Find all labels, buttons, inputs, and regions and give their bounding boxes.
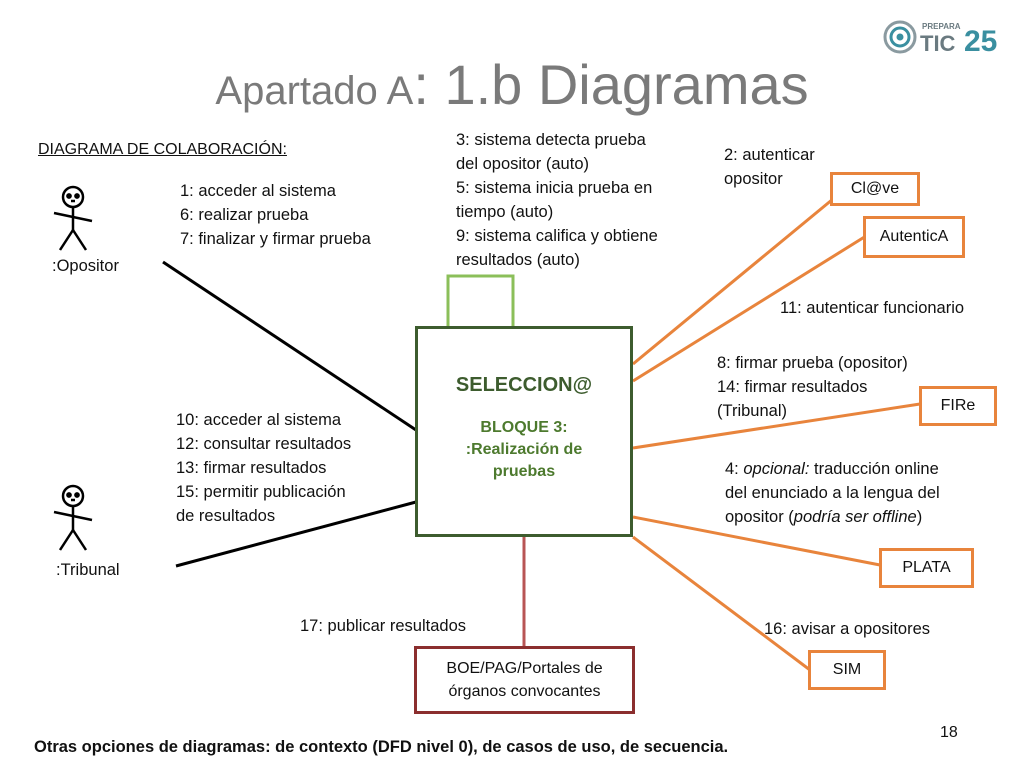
message-line: 14: firmar resultados — [717, 378, 868, 396]
tribunal-connector — [175, 500, 417, 568]
logo-number: 25 — [964, 25, 997, 56]
message-num: 4: — [725, 460, 739, 478]
auto-messages: 3: sistema detecta prueba del opositor (… — [456, 128, 658, 272]
actor-opositor-label: :Opositor — [52, 257, 119, 275]
plata-message: 4: opcional: traducción online del enunc… — [725, 457, 940, 529]
message-line: 6: realizar prueba — [180, 206, 309, 224]
logo-tic: TIC — [920, 31, 956, 56]
message-line: tiempo (auto) — [456, 203, 554, 221]
message-line: 1: acceder al sistema — [180, 182, 336, 200]
message-line: de resultados — [176, 507, 276, 525]
message-text: opositor ( — [725, 508, 794, 526]
seleccion-name: SELECCION@ — [455, 374, 593, 396]
plata-connector — [632, 515, 881, 567]
clave-box: Cl@ve — [830, 172, 920, 206]
message-text: traducción online — [814, 460, 939, 478]
fire-box: FIRe — [919, 386, 997, 426]
message-optional: opcional: — [743, 460, 810, 478]
footer-note: Otras opciones de diagramas: de contexto… — [34, 738, 729, 756]
message-line: opositor — [724, 170, 783, 188]
message-line: 4: opcional: traducción online — [725, 457, 940, 481]
autentica-box: AutenticA — [863, 216, 965, 258]
opositor-messages: 1: acceder al sistema 6: realizar prueba… — [180, 179, 371, 251]
title-suffix: : 1.b Diagramas — [413, 53, 809, 116]
message-line: 13: firmar resultados — [176, 459, 327, 477]
boe-box: BOE/PAG/Portales de órganos convocantes — [414, 646, 635, 714]
logo-prepara: PREPARA — [922, 22, 961, 31]
tribunal-messages: 10: acceder al sistema 12: consultar res… — [176, 408, 351, 528]
sim-connector — [632, 535, 811, 672]
autentica-connector — [632, 234, 867, 383]
logo-graphic: PREPARA TIC 25 — [883, 20, 997, 58]
boe-message: 17: publicar resultados — [300, 617, 467, 635]
block-label: BLOQUE 3: :Realización de pruebas — [466, 417, 582, 483]
block-line: BLOQUE 3: — [480, 419, 568, 436]
opositor-figure-icon — [53, 185, 93, 251]
clave-message: 2: autenticar opositor — [724, 143, 815, 191]
title-prefix: Apartado A — [215, 69, 414, 113]
actor-tribunal-label: :Tribunal — [56, 561, 120, 579]
diagram-subheading: DIAGRAMA DE COLABORACIÓN: — [38, 141, 287, 158]
message-text: ) — [916, 508, 923, 526]
clave-connector — [632, 197, 834, 366]
autentica-message: 11: autenticar funcionario — [780, 299, 965, 317]
message-line: 8: firmar prueba (opositor) — [717, 354, 908, 372]
message-line: 7: finalizar y firmar prueba — [180, 230, 371, 248]
sim-message: 16: avisar a opositores — [764, 620, 931, 638]
message-line: 10: acceder al sistema — [176, 411, 342, 429]
seleccion-system-box: SELECCION@ BLOQUE 3: :Realización de pru… — [415, 326, 633, 537]
message-line: del enunciado a la lengua del — [725, 484, 940, 502]
message-line: 12: consultar resultados — [176, 435, 352, 453]
message-emphasis: podría ser offline — [793, 508, 917, 526]
message-line: 9: sistema califica y obtiene — [456, 227, 658, 245]
boe-line: órganos convocantes — [448, 683, 601, 700]
message-line: 15: permitir publicación — [176, 483, 346, 501]
message-line: 5: sistema inicia prueba en — [456, 179, 653, 197]
block-line: :Realización de — [465, 441, 583, 458]
sim-box: SIM — [808, 650, 886, 690]
page-number: 18 — [940, 724, 958, 741]
message-line: (Tribunal) — [717, 402, 787, 420]
fire-connector — [632, 402, 921, 450]
logo: PREPARA TIC 25 — [882, 18, 1002, 58]
boe-line: BOE/PAG/Portales de — [446, 660, 603, 677]
self-loop-connector — [446, 274, 515, 326]
message-line: 2: autenticar — [724, 146, 815, 164]
tribunal-figure-icon — [53, 484, 93, 551]
message-line: opositor (podría ser offline) — [725, 505, 940, 529]
fire-messages: 8: firmar prueba (opositor) 14: firmar r… — [717, 351, 908, 423]
block-line: pruebas — [492, 463, 556, 480]
plata-box: PLATA — [879, 548, 974, 588]
message-line: resultados (auto) — [456, 251, 580, 269]
page-title: Apartado A: 1.b Diagramas — [0, 52, 1024, 117]
opositor-connector — [162, 260, 417, 432]
message-line: 3: sistema detecta prueba — [456, 131, 646, 149]
message-line: del opositor (auto) — [456, 155, 589, 173]
